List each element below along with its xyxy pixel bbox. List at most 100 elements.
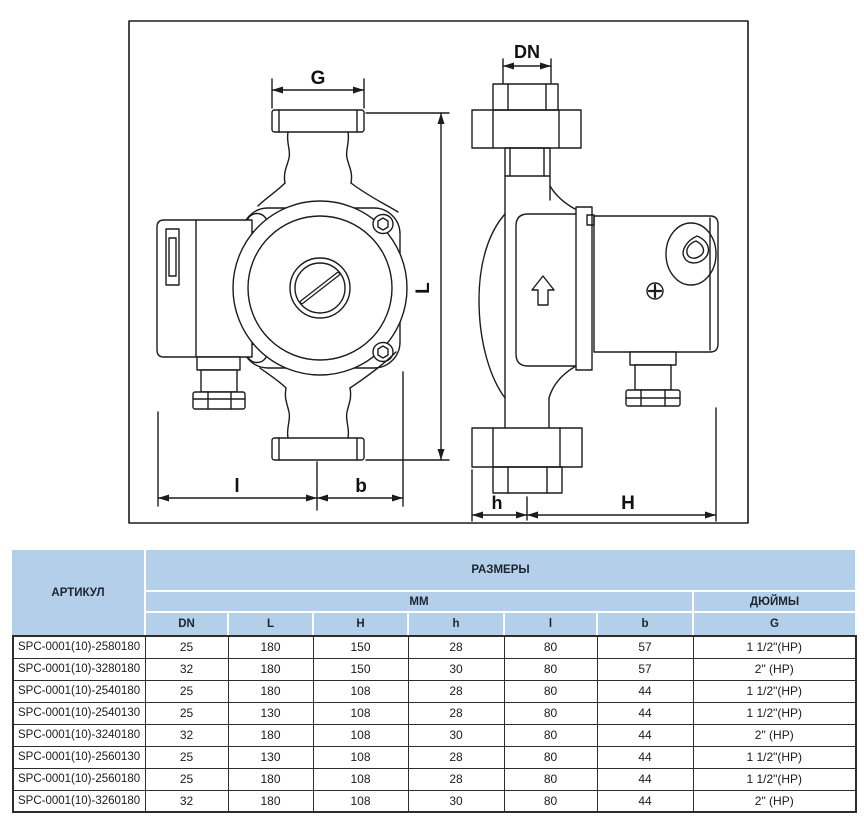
cell-h: 30 <box>407 657 505 681</box>
cell-article: SPC-0001(10)-2540180 <box>12 679 146 703</box>
table-header: АРТИКУЛ РАЗМЕРЫ ММ ДЮЙМЫ DN L H h l b G <box>12 550 855 635</box>
table-row: SPC-0001(10)-2540180 25 180 108 28 80 44… <box>12 679 857 703</box>
cell-dn: 25 <box>144 679 229 703</box>
cell-L: 180 <box>227 723 314 747</box>
table-row: SPC-0001(10)-2560130 25 130 108 28 80 44… <box>12 745 857 769</box>
header-col-DN: DN <box>144 611 227 635</box>
header-col-L: L <box>227 611 312 635</box>
cell-dn: 32 <box>144 657 229 681</box>
cell-dn: 25 <box>144 635 229 659</box>
cell-article: SPC-0001(10)-2560130 <box>12 745 146 769</box>
cell-b: 44 <box>596 789 694 813</box>
header-col-h: h <box>407 611 503 635</box>
arrow-icon <box>540 62 551 70</box>
dim-label-G: G <box>311 68 326 89</box>
arrow-icon <box>437 113 445 124</box>
cell-dn: 25 <box>144 767 229 791</box>
header-mm: ММ <box>144 590 692 611</box>
header-col-l: l <box>503 611 596 635</box>
arrow-icon <box>437 449 445 460</box>
cell-b: 57 <box>596 635 694 659</box>
cell-b: 44 <box>596 745 694 769</box>
flow-arrow-up-icon <box>532 276 554 305</box>
cell-L: 180 <box>227 767 314 791</box>
cell-h: 28 <box>407 767 505 791</box>
cell-dn: 25 <box>144 701 229 725</box>
cell-article: SPC-0001(10)-2560180 <box>12 767 146 791</box>
header-col-G: G <box>692 611 855 635</box>
table-row: SPC-0001(10)-3260180 32 180 108 30 80 44… <box>12 789 857 813</box>
header-col-H: H <box>312 611 407 635</box>
arrow-icon <box>392 494 403 502</box>
pump-front-view: G <box>157 68 449 510</box>
pump-side-view: DN <box>472 42 718 521</box>
cell-h: 28 <box>407 679 505 703</box>
cell-h: 28 <box>407 745 505 769</box>
cell-G: 1 1/2"(HP) <box>692 745 857 769</box>
cell-dn: 25 <box>144 745 229 769</box>
cell-l: 80 <box>503 679 598 703</box>
cell-l: 80 <box>503 767 598 791</box>
pump-dimension-drawing: G <box>0 0 864 545</box>
drawing-frame <box>129 21 748 523</box>
cell-G: 2" (HP) <box>692 723 857 747</box>
cell-h: 28 <box>407 701 505 725</box>
cell-l: 80 <box>503 789 598 813</box>
cell-G: 2" (HP) <box>692 789 857 813</box>
cell-article: SPC-0001(10)-3260180 <box>12 789 146 813</box>
bolt-icon <box>373 343 393 362</box>
cell-L: 180 <box>227 679 314 703</box>
table-body: SPC-0001(10)-2580180 25 180 150 28 80 57… <box>12 635 857 813</box>
header-col-b: b <box>596 611 692 635</box>
header-article: АРТИКУЛ <box>12 550 144 635</box>
dim-label-H: H <box>621 493 635 514</box>
arrow-icon <box>306 494 317 502</box>
dim-label-L: L <box>413 282 434 294</box>
cell-b: 57 <box>596 657 694 681</box>
screw-icon <box>647 283 663 299</box>
table-row: SPC-0001(10)-3280180 32 180 150 30 80 57… <box>12 657 857 681</box>
cell-l: 80 <box>503 723 598 747</box>
cell-G: 1 1/2"(HP) <box>692 701 857 725</box>
cell-h: 30 <box>407 789 505 813</box>
cell-H: 108 <box>312 767 409 791</box>
cell-dn: 32 <box>144 723 229 747</box>
arrow-icon <box>472 511 483 519</box>
table-row: SPC-0001(10)-2580180 25 180 150 28 80 57… <box>12 635 857 659</box>
cell-dn: 32 <box>144 789 229 813</box>
cell-G: 2" (HP) <box>692 657 857 681</box>
cell-L: 180 <box>227 789 314 813</box>
arrow-icon <box>503 62 514 70</box>
speed-knob-icon <box>666 223 716 285</box>
cell-H: 108 <box>312 745 409 769</box>
cell-article: SPC-0001(10)-2580180 <box>12 635 146 659</box>
dim-label-DN: DN <box>514 42 540 62</box>
dimensions-table: АРТИКУЛ РАЗМЕРЫ ММ ДЮЙМЫ DN L H h l b G … <box>12 550 857 813</box>
cell-article: SPC-0001(10)-2540130 <box>12 701 146 725</box>
cell-l: 80 <box>503 635 598 659</box>
arrow-icon <box>705 511 716 519</box>
cell-b: 44 <box>596 767 694 791</box>
cell-l: 80 <box>503 745 598 769</box>
cell-b: 44 <box>596 701 694 725</box>
cell-H: 108 <box>312 701 409 725</box>
arrow-icon <box>272 86 283 94</box>
cell-l: 80 <box>503 657 598 681</box>
arrow-icon <box>527 511 538 519</box>
arrow-icon <box>317 494 328 502</box>
dim-label-b: b <box>355 476 367 497</box>
header-inches: ДЮЙМЫ <box>692 590 855 611</box>
cell-G: 1 1/2"(HP) <box>692 635 857 659</box>
bolt-icon <box>373 215 393 234</box>
cell-L: 130 <box>227 701 314 725</box>
table-row: SPC-0001(10)-3240180 32 180 108 30 80 44… <box>12 723 857 747</box>
cell-G: 1 1/2"(HP) <box>692 679 857 703</box>
cell-L: 130 <box>227 745 314 769</box>
cell-L: 180 <box>227 635 314 659</box>
dim-label-h: h <box>492 493 503 513</box>
cell-H: 108 <box>312 723 409 747</box>
cell-article: SPC-0001(10)-3240180 <box>12 723 146 747</box>
dim-label-l: l <box>234 476 239 497</box>
arrow-icon <box>353 86 364 94</box>
